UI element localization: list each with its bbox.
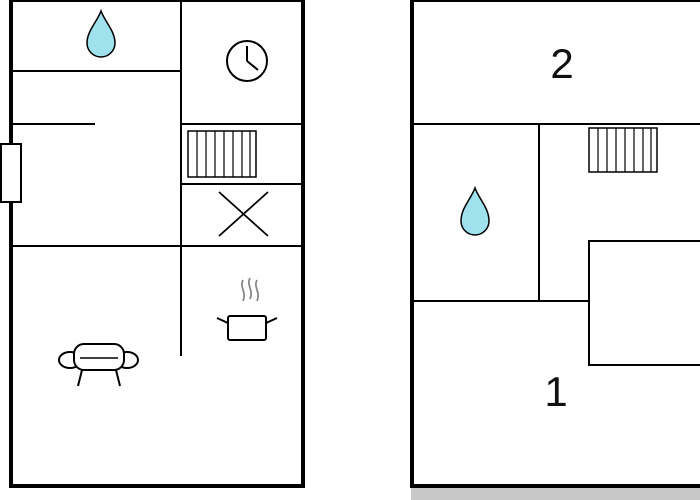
room-label-2: 2 [550, 40, 573, 87]
right-floor-plan: 2 1 [410, 0, 700, 500]
window [0, 143, 22, 203]
stair-opening [588, 240, 700, 366]
radiator-icon [588, 127, 658, 173]
sofa-icon [58, 343, 139, 387]
outer-wall [9, 0, 305, 488]
radiator-icon [187, 130, 257, 178]
cooking-pot-icon [216, 277, 278, 341]
room-label-1: 1 [544, 368, 567, 415]
left-floor-plan [0, 0, 305, 488]
water-drop-icon [460, 185, 490, 236]
water-drop-icon [86, 8, 116, 58]
outer-wall [410, 0, 700, 488]
clock-icon [226, 40, 268, 82]
ground-strip [411, 486, 700, 500]
cross-icon [218, 191, 269, 237]
